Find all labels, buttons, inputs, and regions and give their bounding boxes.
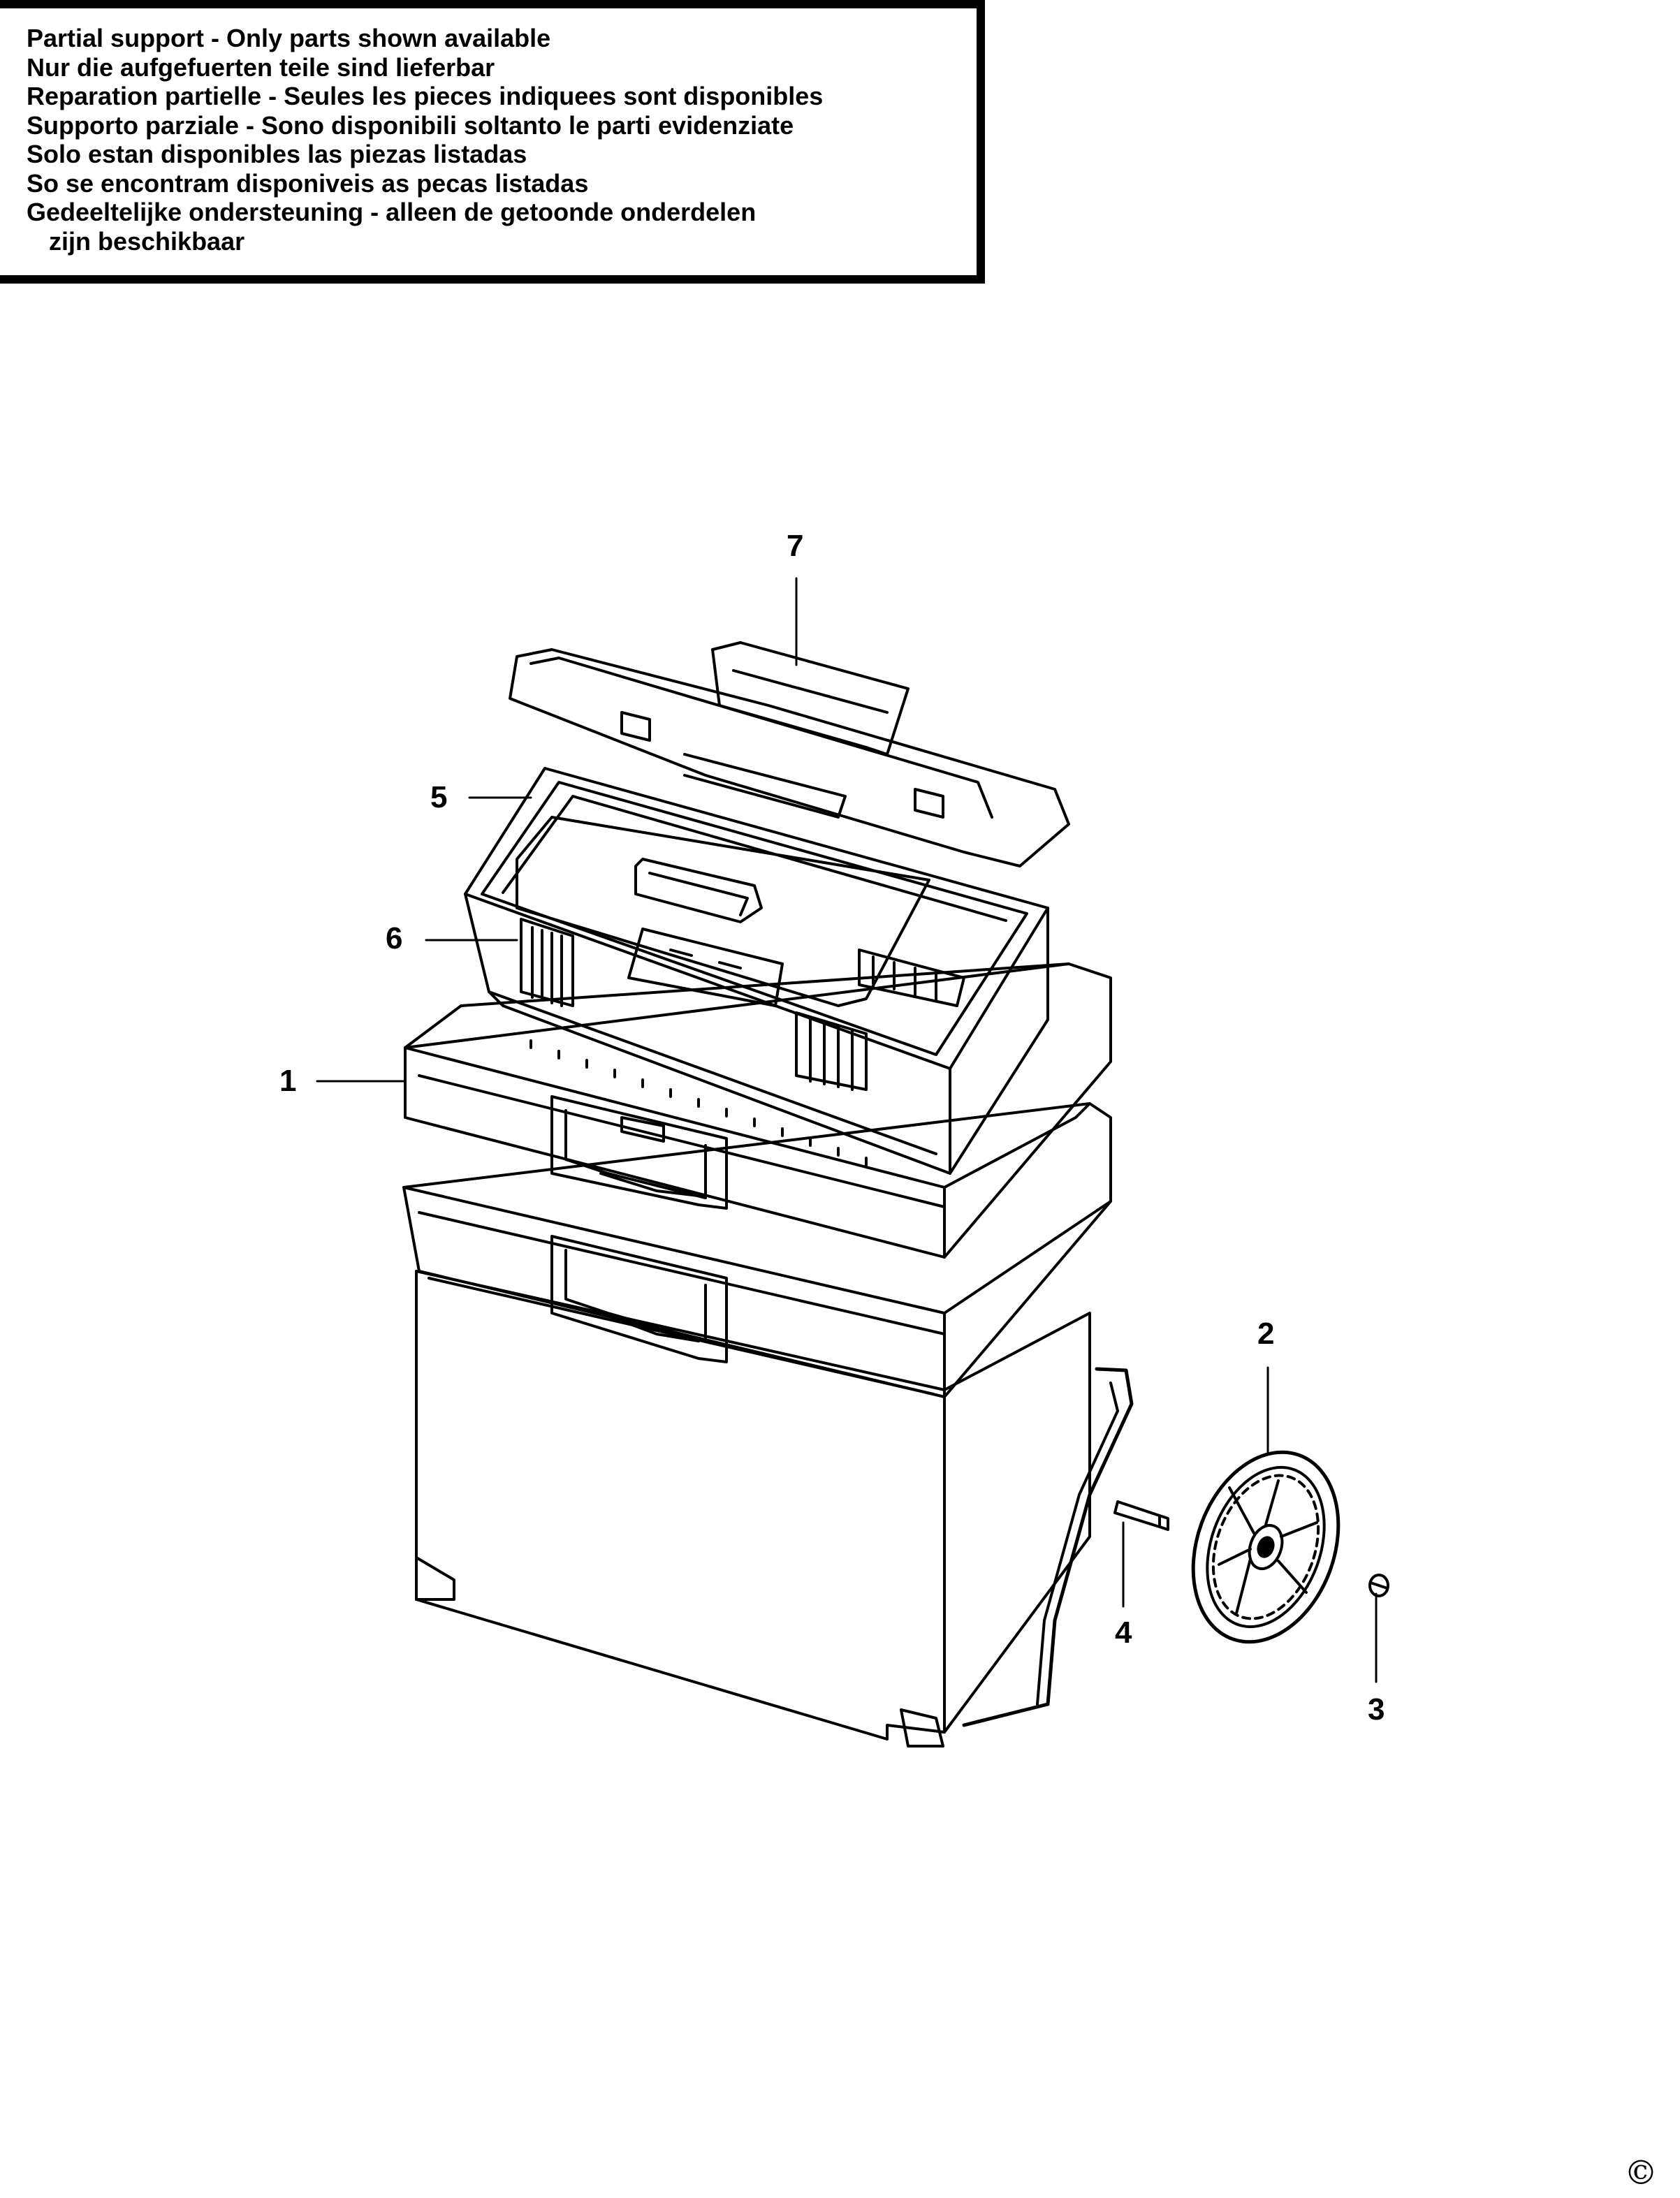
callout-1: 1: [279, 1064, 297, 1098]
leader-lines: [316, 577, 1378, 1683]
callout-6: 6: [386, 921, 403, 955]
notice-line-es: Solo estan disponibles las piezas listad…: [27, 140, 527, 168]
notice-line-pt: So se encontram disponiveis as pecas lis…: [27, 168, 589, 198]
axle: [1113, 1500, 1169, 1531]
notice-line-nl: Gedeeltelijke ondersteuning - alleen de …: [27, 198, 757, 226]
notice-line-en: Partial support - Only parts shown avail…: [27, 24, 551, 52]
middle-drawer-unit: [402, 1102, 1112, 1398]
callout-3: 3: [1368, 1692, 1385, 1727]
callout-2: 2: [1257, 1317, 1275, 1351]
top-toolbox: [464, 767, 1049, 1175]
wheel: [1191, 1450, 1341, 1644]
notice-lines: Partial support - Only parts shown avail…: [27, 24, 823, 256]
copyright-symbol: ©: [1624, 2153, 1658, 2192]
notice-line-fr: Reparation partielle - Seules les pieces…: [27, 82, 824, 110]
notice-line-it: Supporto parziale - Sono disponibili sol…: [27, 110, 794, 140]
hub-cap: [1368, 1574, 1389, 1597]
upper-drawer-unit: [404, 962, 1112, 1259]
base-cabinet: [415, 1270, 1134, 1748]
callout-4: 4: [1115, 1615, 1132, 1650]
callout-5: 5: [430, 780, 448, 814]
callout-7: 7: [787, 529, 804, 563]
notice-line-nl-cont: zijn beschikbaar: [49, 226, 245, 256]
toolbox-lid: [509, 641, 1070, 867]
partial-support-notice: Partial support - Only parts shown avail…: [0, 0, 985, 284]
notice-line-de: Nur die aufgefuerten teile sind lieferba…: [27, 52, 495, 82]
